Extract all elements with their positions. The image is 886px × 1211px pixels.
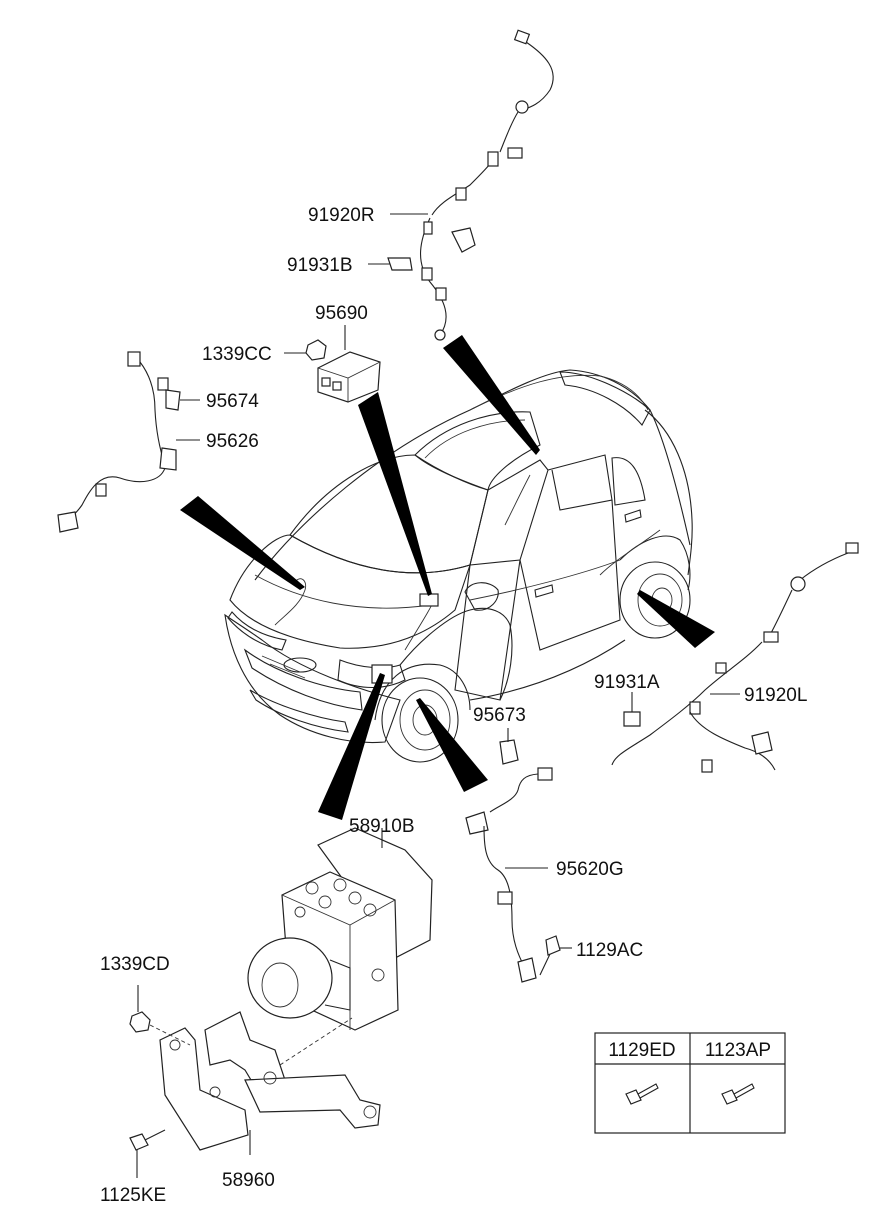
label-95626: 95626 bbox=[206, 431, 259, 452]
part-95690-drawing bbox=[284, 325, 381, 403]
fastener-header-1123AP: 1123AP bbox=[705, 1040, 771, 1061]
label-1125KE: 1125KE bbox=[100, 1185, 166, 1206]
part-58960-drawing bbox=[129, 985, 381, 1178]
vehicle-illustration bbox=[224, 369, 693, 763]
fastener-header-1129ED: 1129ED bbox=[608, 1040, 675, 1061]
label-95674: 95674 bbox=[206, 391, 259, 412]
bolt-1123AP-icon bbox=[721, 1083, 755, 1105]
label-1339CC: 1339CC bbox=[202, 344, 272, 365]
label-95690: 95690 bbox=[315, 303, 368, 324]
part-labels: 91920R 91931B 95690 1339CC 95674 95626 9… bbox=[100, 205, 807, 1206]
label-1339CD: 1339CD bbox=[100, 954, 170, 975]
label-91920R: 91920R bbox=[308, 205, 375, 226]
label-91931B: 91931B bbox=[287, 255, 353, 276]
fastener-table: 1129ED 1123AP bbox=[594, 1032, 786, 1134]
label-91931A: 91931A bbox=[594, 672, 660, 693]
label-1129AC: 1129AC bbox=[576, 940, 643, 961]
label-58960: 58960 bbox=[222, 1170, 275, 1191]
part-91920L-drawing bbox=[611, 542, 859, 773]
part-95620G-drawing bbox=[465, 728, 572, 983]
part-95626-drawing bbox=[57, 351, 200, 533]
label-95673: 95673 bbox=[473, 705, 526, 726]
part-58910B-drawing bbox=[247, 827, 433, 1031]
label-91920L: 91920L bbox=[744, 685, 807, 706]
label-58910B: 58910B bbox=[349, 816, 415, 837]
bolt-1129ED-icon bbox=[625, 1083, 659, 1105]
label-95620G: 95620G bbox=[556, 859, 624, 880]
part-91920R-drawing bbox=[368, 29, 554, 341]
pointer-wedges bbox=[180, 335, 715, 820]
